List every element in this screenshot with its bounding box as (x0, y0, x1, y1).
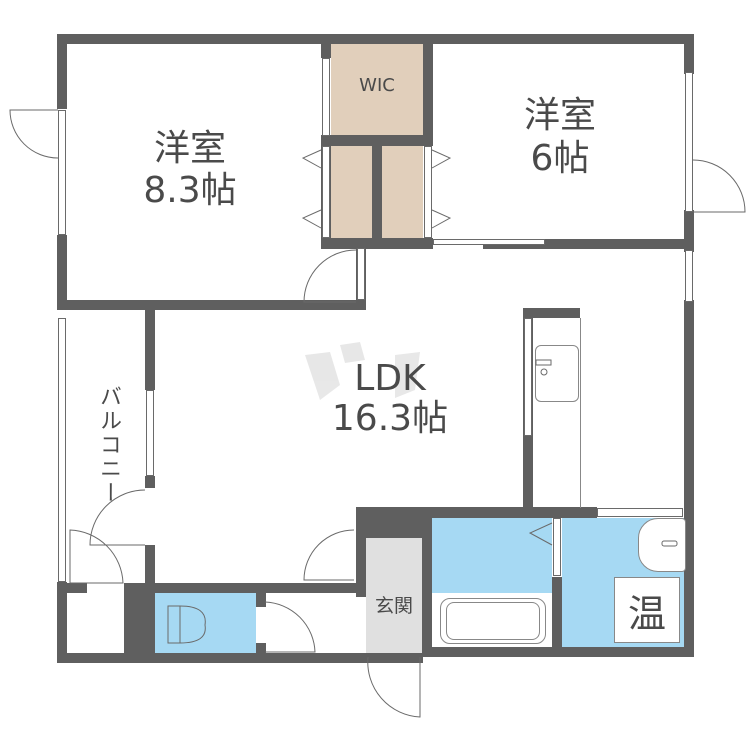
wic-floor (331, 44, 423, 136)
closet-door-right (424, 146, 432, 238)
wall-balcony-inner-2 (145, 476, 155, 488)
wall-right-mid (684, 210, 694, 252)
room1-size: 8.3帖 (143, 170, 237, 211)
wall-left-upper (57, 34, 67, 109)
balcony-label: バルコニー (96, 385, 121, 505)
window-kitchen (524, 318, 532, 436)
wall-room2-bottom (483, 239, 694, 249)
wall-closet-block-left (321, 34, 331, 58)
wall-closet-bottom (321, 238, 433, 249)
wall-kitchen-top (523, 308, 580, 318)
wall-right-lower (684, 300, 694, 657)
door-frame-room1 (357, 248, 365, 300)
water-heater-label: 温 (614, 577, 680, 643)
closet-door-left (322, 146, 330, 238)
wall-room1-bottom (57, 300, 366, 310)
bathtub (440, 598, 546, 644)
wic-door-slide (322, 58, 330, 136)
window-room1-left (58, 110, 66, 235)
wall-top (57, 34, 693, 44)
washroom-slide (597, 508, 683, 517)
wall-entrance-top (356, 507, 432, 538)
wall-right-upper (684, 34, 694, 74)
wall-closet-divider (372, 146, 382, 239)
wall-wic-right (423, 34, 433, 146)
wall-entrance-right (422, 507, 432, 657)
wall-bath-top (432, 507, 597, 518)
wall-entrance-left (356, 507, 366, 597)
entrance-label: 玄関 (374, 595, 413, 617)
wall-storage-top (57, 583, 87, 593)
bath-door (553, 518, 561, 576)
wall-toilet-left (124, 583, 155, 658)
door-arc-icon (9, 109, 59, 159)
window-balcony-mid (146, 390, 154, 476)
wall-ldk-bottom (145, 583, 356, 593)
bathroom-floor (432, 518, 552, 593)
room2-size: 6帖 (530, 138, 590, 179)
closet-right-floor (382, 146, 423, 239)
kitchen-sink (535, 345, 579, 402)
window-ldk-right (685, 250, 693, 302)
wall-toilet-right-b (256, 643, 266, 655)
room2-name: 洋室 (523, 95, 596, 136)
window-room2-right (685, 72, 693, 212)
wall-balcony-inner-1 (145, 310, 155, 390)
kitchen-counter (533, 318, 581, 508)
wall-wic-bottom (321, 135, 433, 146)
closet-left-floor (331, 146, 372, 239)
wall-toilet-right (256, 593, 266, 607)
entrance-floor (366, 538, 422, 653)
wall-left-mid (57, 235, 67, 310)
wall-bottom-left (57, 653, 423, 663)
wall-bath-divider (552, 577, 562, 657)
ldk-size: 16.3帖 (331, 398, 449, 439)
ldk-name: LDK (354, 358, 426, 399)
sliding-door-room2 (433, 239, 545, 245)
bathtub-inner (446, 602, 540, 640)
wic-label: WIC (359, 75, 395, 96)
room1-name: 洋室 (153, 128, 226, 169)
window-balcony-left (58, 318, 66, 582)
wall-left-lower (57, 582, 67, 662)
